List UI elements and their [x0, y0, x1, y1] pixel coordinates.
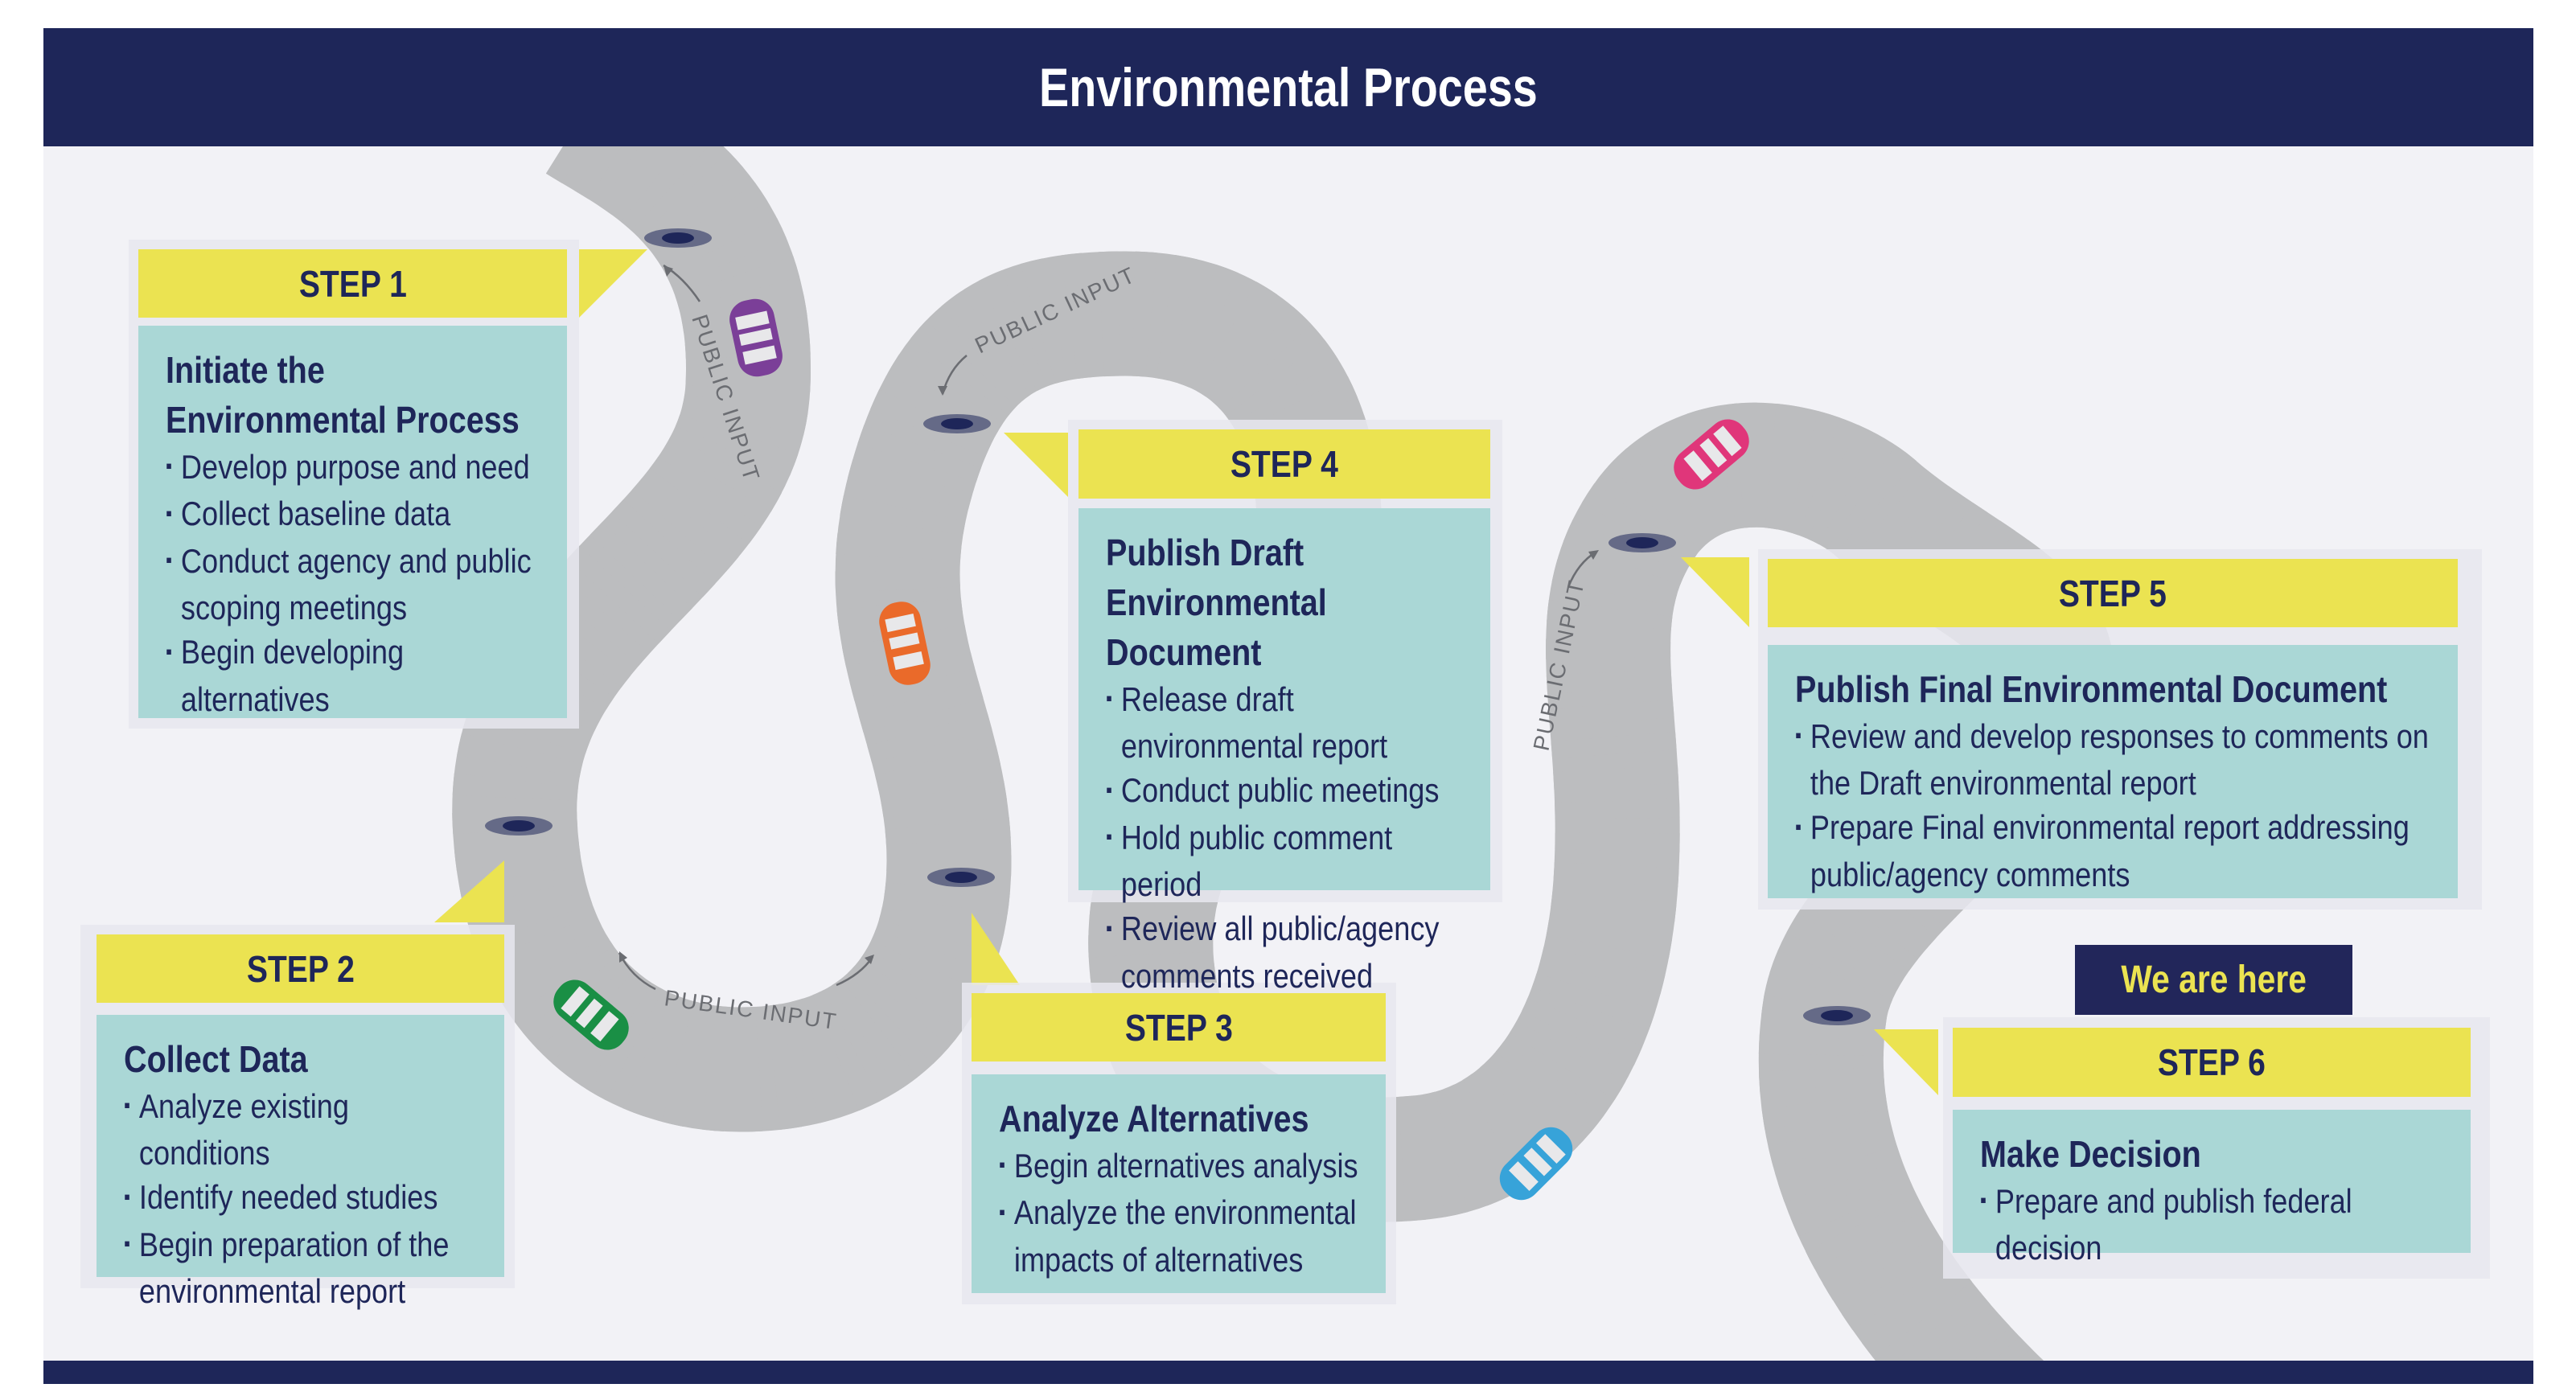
list-item: Identify needed studies	[124, 1175, 479, 1222]
list-item: Begin developing alternatives	[166, 630, 542, 721]
step-4-card: Publish Draft Environmental Document Rel…	[1078, 508, 1490, 995]
arrowhead-icon	[865, 955, 874, 964]
car-green-icon	[553, 979, 629, 1050]
step-6-pointer	[1874, 1029, 1938, 1095]
step-3-title: Analyze Alternatives	[999, 1098, 1309, 1139]
header-bar: Environmental Process	[43, 28, 2533, 146]
step-2-title: Collect Data	[124, 1038, 308, 1080]
step-1-items: Develop purpose and need Collect baselin…	[166, 445, 542, 721]
list-item: Conduct agency and public scoping meetin…	[166, 539, 542, 630]
step-3-card: Analyze Alternatives Begin alternatives …	[972, 1074, 1386, 1293]
step-1-label: STEP 1	[138, 249, 567, 318]
step-3-label: STEP 3	[972, 993, 1386, 1061]
we-are-here-badge: We are here	[2075, 945, 2352, 1015]
arrowhead-icon	[664, 265, 673, 277]
step-4-label: STEP 4	[1078, 429, 1490, 499]
car-pink-icon	[1674, 419, 1749, 490]
step-4-pointer	[1004, 433, 1068, 497]
list-item: Release draft environmental report	[1106, 677, 1465, 768]
list-item: Develop purpose and need	[166, 445, 542, 491]
list-item: Review all public/agency comments receiv…	[1106, 906, 1465, 997]
step-5-pointer	[1681, 557, 1749, 627]
car-purple-icon	[729, 298, 783, 377]
step-2-items: Analyze existing conditions Identify nee…	[124, 1084, 479, 1313]
list-item: Collect baseline data	[166, 491, 542, 538]
list-item: Prepare Final environmental report addre…	[1795, 805, 2432, 896]
milestone-pin-step-2	[485, 816, 553, 836]
step-6-items: Prepare and publish federal decision	[1980, 1179, 2446, 1270]
step-5-card: Publish Final Environmental Document Rev…	[1768, 645, 2458, 898]
list-item: Review and develop responses to comments…	[1795, 714, 2432, 805]
step-2-label: STEP 2	[97, 934, 504, 1003]
step-5-title: Publish Final Environmental Document	[1795, 668, 2388, 710]
list-item: Prepare and publish federal decision	[1980, 1179, 2446, 1270]
step-1-title: Initiate the Environmental Process	[166, 349, 520, 441]
step-6-label: STEP 6	[1953, 1028, 2471, 1097]
step-1-pointer	[579, 249, 647, 318]
list-item: Begin preparation of the environmental r…	[124, 1222, 479, 1313]
arrowhead-icon	[938, 386, 947, 396]
step-4-title: Publish Draft Environmental Document	[1106, 532, 1327, 673]
step-2-card: Collect Data Analyze existing conditions…	[97, 1015, 504, 1310]
step-2-pointer	[434, 860, 504, 922]
step-6-card: Make Decision Prepare and publish federa…	[1953, 1110, 2471, 1267]
milestone-pin-step-1	[644, 228, 712, 248]
arrowhead-icon	[619, 951, 627, 963]
step-6-title: Make Decision	[1980, 1133, 2201, 1175]
list-item: Conduct public meetings	[1106, 768, 1465, 815]
step-3-items: Begin alternatives analysis Analyze the …	[999, 1144, 1361, 1282]
milestone-pin-step-6	[1803, 1006, 1871, 1025]
car-orange-icon	[879, 602, 931, 685]
list-item: Analyze the environmental impacts of alt…	[999, 1190, 1361, 1281]
arrowhead-icon	[1588, 550, 1599, 560]
step-5-label: STEP 5	[1768, 559, 2458, 627]
step-1-card: Initiate the Environmental Process Devel…	[138, 326, 567, 718]
milestone-pin-step-5	[1608, 533, 1676, 552]
page-title: Environmental Process	[1039, 56, 1538, 118]
list-item: Hold public comment period	[1106, 815, 1465, 906]
step-5-items: Review and develop responses to comments…	[1795, 714, 2432, 897]
step-3-pointer	[972, 913, 1020, 985]
list-item: Analyze existing conditions	[124, 1084, 479, 1175]
milestone-pin-step-3	[927, 868, 995, 887]
footer-bar	[43, 1361, 2533, 1384]
list-item: Begin alternatives analysis	[999, 1144, 1361, 1190]
step-4-items: Release draft environmental report Condu…	[1106, 677, 1465, 998]
milestone-pin-step-4	[923, 414, 991, 433]
car-blue-icon	[1499, 1127, 1573, 1201]
